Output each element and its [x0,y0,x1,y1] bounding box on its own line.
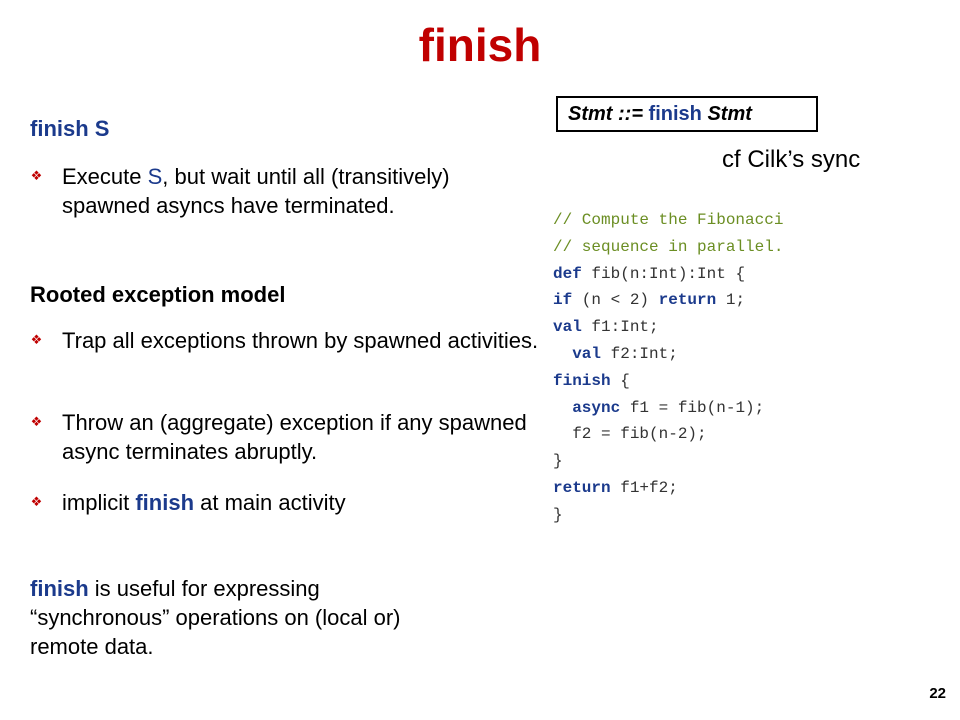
code-comment: // Compute the Fibonacci [553,211,784,229]
code-line: } [553,502,783,529]
bullet-trap-text: Trap all exceptions thrown by spawned ac… [62,328,539,353]
bullet-diamond-icon: ❖ [30,168,43,183]
bullet-execute-text: Execute S, but wait until all (transitiv… [62,162,540,220]
bullet-trap: ❖ Trap all exceptions thrown by spawned … [30,326,540,355]
code-line: // sequence in parallel. [553,234,783,261]
code-keyword: def [553,264,582,283]
code-line: f2 = fib(n-2); [553,421,783,448]
code-comment: // sequence in parallel. [553,237,784,256]
heading-finish-s: finish S [30,116,109,142]
code-keyword: val [553,318,582,337]
grammar-box: Stmt ::= finish Stmt [556,96,818,132]
code-line: val f2:Int; [553,341,783,368]
code-line: if (n < 2) return 1; [553,287,783,314]
bullet-diamond-icon: ❖ [30,414,43,429]
code-keyword: finish [553,371,611,390]
heading-finish-keyword: finish [30,116,89,141]
code-line: // Compute the Fibonacci [553,207,783,234]
code-keyword: return [553,478,611,497]
bullet-throw-text: Throw an (aggregate) exception if any sp… [62,410,527,464]
grammar-lhs: Stmt ::= [568,103,643,125]
code-block: // Compute the Fibonacci // sequence in p… [553,207,783,529]
code-line: def fib(n:Int):Int { [553,261,783,288]
bullet-execute-post: , but wait until all (transitively) spaw… [62,164,450,218]
code-text: fib(n:Int):Int { [581,264,746,283]
code-line: return f1+f2; [553,475,783,502]
grammar-keyword: finish [643,103,708,125]
closing-paragraph: finish is useful for expressing “synchro… [30,574,450,661]
code-line: val f1:Int; [553,314,783,341]
bullet-implicit-pre: implicit [62,490,136,515]
code-indent [553,425,572,443]
code-keyword: async [572,398,621,417]
grammar-rhs: Stmt [707,103,752,125]
cilk-note: cf Cilk’s sync [722,146,861,173]
bullet-implicit-text: implicit finish at main activity [62,488,540,517]
code-keyword: return [658,291,717,310]
code-line: async f1 = fib(n-1); [553,395,783,422]
bullet-execute-pre: Execute [62,164,148,189]
code-text: 1; [716,291,746,310]
bullet-diamond-icon: ❖ [30,494,43,509]
heading-finish-rest: S [88,116,110,141]
code-text: } [553,505,563,524]
code-text: f2 = fib(n-2); [572,425,707,444]
bullet-diamond-icon: ❖ [30,332,43,347]
slide-title: finish [418,19,542,71]
code-text: f2:Int; [601,344,678,363]
bullet-implicit-keyword: finish [135,490,195,515]
code-text: f1:Int; [581,318,659,337]
bullet-execute-s: S [147,164,163,189]
bullet-implicit-finish: ❖ implicit finish at main activity [30,488,540,517]
code-text: f1 = fib(n-1); [620,398,765,417]
code-text: f1+f2; [610,478,678,497]
heading-rooted-exception: Rooted exception model [30,282,286,307]
closing-keyword: finish [30,576,89,601]
code-line: finish { [553,368,783,395]
bullet-execute: ❖ Execute S, but wait until all (transit… [30,162,540,220]
closing-text: is useful for expressing “synchronous” o… [30,576,401,659]
code-keyword: if [553,291,573,310]
code-indent [553,399,572,417]
code-text: } [553,452,563,471]
code-text: { [610,371,630,390]
code-indent [553,345,572,363]
code-keyword: val [572,344,602,363]
bullet-implicit-post: at main activity [194,490,346,515]
code-text: (n < 2) [572,291,659,310]
bullet-throw: ❖ Throw an (aggregate) exception if any … [30,408,540,466]
code-line: } [553,448,783,475]
page-number: 22 [929,685,946,702]
